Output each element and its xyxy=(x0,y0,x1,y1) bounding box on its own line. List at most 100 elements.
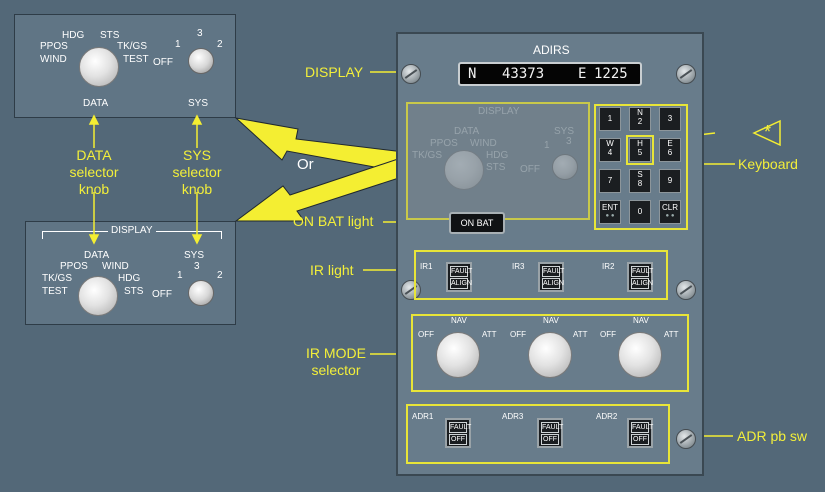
ghost-wind: WIND xyxy=(470,138,497,149)
ghost-ppos: PPOS xyxy=(430,138,458,149)
fault-label: FAULT xyxy=(541,422,564,433)
adr3-pushbutton[interactable]: FAULT OFF xyxy=(537,418,563,448)
ir3-label: IR3 xyxy=(512,262,525,271)
adirs-title: ADIRS xyxy=(533,43,570,57)
key-3[interactable]: 3 xyxy=(659,107,681,131)
screw xyxy=(401,280,421,300)
align-label: ALIGN xyxy=(542,278,565,289)
adr2-pushbutton[interactable]: FAULT OFF xyxy=(627,418,653,448)
on-bat-light: ON BAT xyxy=(449,212,505,234)
key-9[interactable]: 9 xyxy=(659,169,681,193)
label-hdg: HDG xyxy=(62,30,85,41)
label-three: 3 xyxy=(197,28,203,39)
key-annunciator-lights: ● ● xyxy=(605,213,615,219)
annotation-ir-light: IR light xyxy=(310,262,354,278)
data-sys-panel-bottom: DISPLAY DATA PPOS WIND TK/GS HDG TEST ST… xyxy=(25,221,236,325)
adirs-panel: ADIRS N 43373 E 1225 DISPLAY DATA PPOS W… xyxy=(396,32,704,476)
ir1-mode-att: ATT xyxy=(482,330,497,339)
annotation-adr-pb: ADR pb sw xyxy=(737,428,808,444)
display-lon-value: 1225 xyxy=(594,66,628,82)
label-sts: STS xyxy=(124,286,144,297)
key-primary-label: S xyxy=(637,170,643,179)
fault-label: FAULT xyxy=(449,422,472,433)
label-ppos: PPOS xyxy=(60,261,88,272)
annotation-data-knob: DATA selector knob xyxy=(69,147,119,197)
annotation-sys-knob: SYS selector knob xyxy=(172,147,222,197)
label-wind: WIND xyxy=(102,261,129,272)
sys-selector-knob[interactable] xyxy=(188,280,214,306)
ir2-mode-att: ATT xyxy=(664,330,679,339)
screw xyxy=(676,280,696,300)
annotation-on-bat-light: ON BAT light xyxy=(293,213,374,229)
adr3-label: ADR3 xyxy=(502,412,524,421)
ir3-mode-selector[interactable] xyxy=(528,332,572,378)
key-secondary-label: 2 xyxy=(637,117,643,126)
key-primary-label: 1 xyxy=(607,114,613,123)
ir2-pushbutton[interactable]: FAULT ALIGN xyxy=(627,262,653,292)
ir-mode-frame xyxy=(411,314,689,392)
display-lat-value: 43373 xyxy=(502,66,545,82)
data-selector-knob[interactable] xyxy=(79,47,119,87)
ir1-label: IR1 xyxy=(420,262,433,271)
label-data: DATA xyxy=(83,98,109,109)
annotation-star: * xyxy=(764,122,772,142)
ghost-hdg: HDG xyxy=(486,150,509,161)
ghost-sys-knob xyxy=(552,154,578,180)
key-clr[interactable]: CLR● ● xyxy=(659,200,681,224)
label-off: OFF xyxy=(153,57,173,68)
key-secondary-label: 4 xyxy=(607,148,613,157)
ir-light-frame xyxy=(414,250,668,300)
key-primary-label: H xyxy=(637,139,643,148)
ir3-pushbutton[interactable]: FAULT ALIGN xyxy=(538,262,564,292)
ghost-sts: STS xyxy=(486,162,506,173)
ir1-pushbutton[interactable]: FAULT ALIGN xyxy=(446,262,472,292)
key-annunciator-lights: ● ● xyxy=(665,213,675,219)
ir2-mode-nav: NAV xyxy=(633,316,649,325)
data-selector-knob[interactable] xyxy=(78,276,118,316)
label-data: DATA xyxy=(84,250,110,261)
label-hdg: HDG xyxy=(118,273,141,284)
ghost-tkgs: TK/GS xyxy=(412,150,443,161)
screw xyxy=(676,64,696,84)
key-secondary-label: 8 xyxy=(637,179,643,188)
ir2-mode-off: OFF xyxy=(600,330,616,339)
sys-selector-knob[interactable] xyxy=(188,48,214,74)
label-tkgs: TK/GS xyxy=(42,273,73,284)
ir1-mode-nav: NAV xyxy=(451,316,467,325)
key-secondary-label: 5 xyxy=(637,148,643,157)
adr1-label: ADR1 xyxy=(412,412,434,421)
key-ent[interactable]: ENT● ● xyxy=(599,200,621,224)
label-wind: WIND xyxy=(40,54,67,65)
off-label: OFF xyxy=(449,434,467,445)
ir1-mode-off: OFF xyxy=(418,330,434,339)
align-label: ALIGN xyxy=(631,278,654,289)
label-three: 3 xyxy=(194,261,200,272)
display-selector-frame: DISPLAY DATA PPOS WIND TK/GS HDG STS SYS… xyxy=(406,102,590,220)
ir1-mode-selector[interactable] xyxy=(436,332,480,378)
key-1[interactable]: 1 xyxy=(599,107,621,131)
key-h5-highlight xyxy=(626,135,654,165)
label-one: 1 xyxy=(175,39,181,50)
key-7[interactable]: 7 xyxy=(599,169,621,193)
ir3-mode-att: ATT xyxy=(573,330,588,339)
ghost-data: DATA xyxy=(454,126,480,137)
annotation-display: DISPLAY xyxy=(305,64,364,80)
label-test: TEST xyxy=(123,54,149,65)
annotation-ir-mode: IR MODE selector xyxy=(306,345,366,378)
key-secondary-label: 6 xyxy=(667,148,673,157)
key-0[interactable]: 0 xyxy=(629,200,651,224)
screw xyxy=(676,429,696,449)
label-test: TEST xyxy=(42,286,68,297)
adr-frame xyxy=(406,404,670,464)
fault-label: FAULT xyxy=(631,266,654,277)
fault-label: FAULT xyxy=(631,422,654,433)
key-primary-label: 3 xyxy=(667,114,673,123)
ir2-mode-selector[interactable] xyxy=(618,332,662,378)
adr1-pushbutton[interactable]: FAULT OFF xyxy=(445,418,471,448)
ghost-one: 1 xyxy=(544,140,550,151)
